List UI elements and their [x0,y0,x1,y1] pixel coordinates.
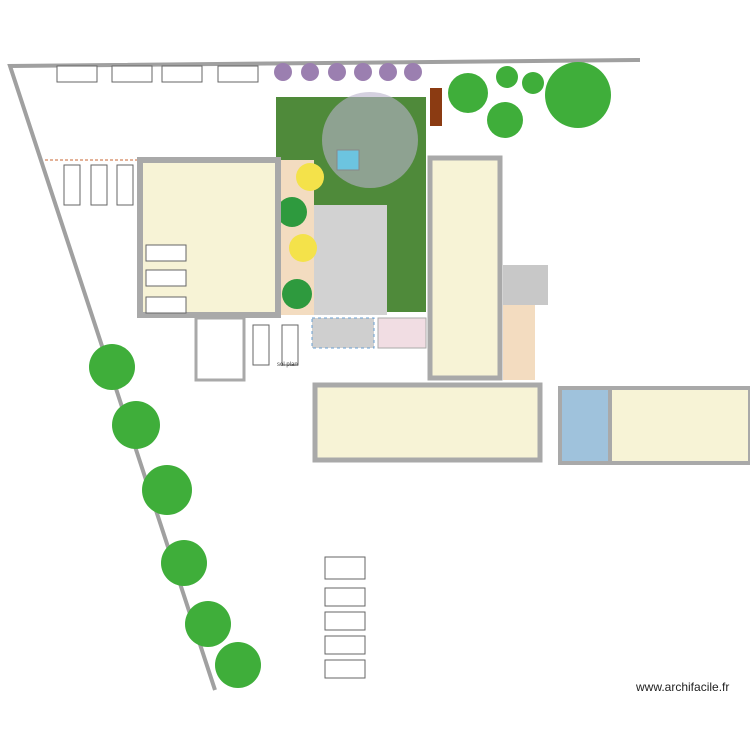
terrace [312,205,387,315]
pool-house [558,386,612,465]
tree [185,601,231,647]
jacuzzi [336,149,360,171]
tree [215,642,261,688]
tree [545,62,611,128]
room-grey [311,317,375,349]
tree [496,66,518,88]
room-pink [377,317,427,349]
shrubs [274,63,422,81]
wood-gate [430,88,442,126]
tree [89,344,135,390]
tree [448,73,488,113]
tree [142,465,192,515]
watermark: www.archifacile.fr [636,680,730,694]
balcony [503,265,548,305]
parking-note: sol plan [277,362,298,368]
wing-east [427,155,503,381]
annex-building [137,157,281,318]
guest-house [608,386,750,465]
pool-area-circle [322,92,418,188]
carport [194,316,246,382]
wing-south [312,382,543,463]
umbrella-2 [277,197,307,227]
umbrella-3 [289,234,317,262]
tree [112,401,160,449]
umbrella-1 [296,163,324,191]
tree [161,540,207,586]
tree [487,102,523,138]
tree [522,72,544,94]
parked-cars [56,65,366,679]
umbrella-4 [282,279,312,309]
trees [89,62,611,688]
